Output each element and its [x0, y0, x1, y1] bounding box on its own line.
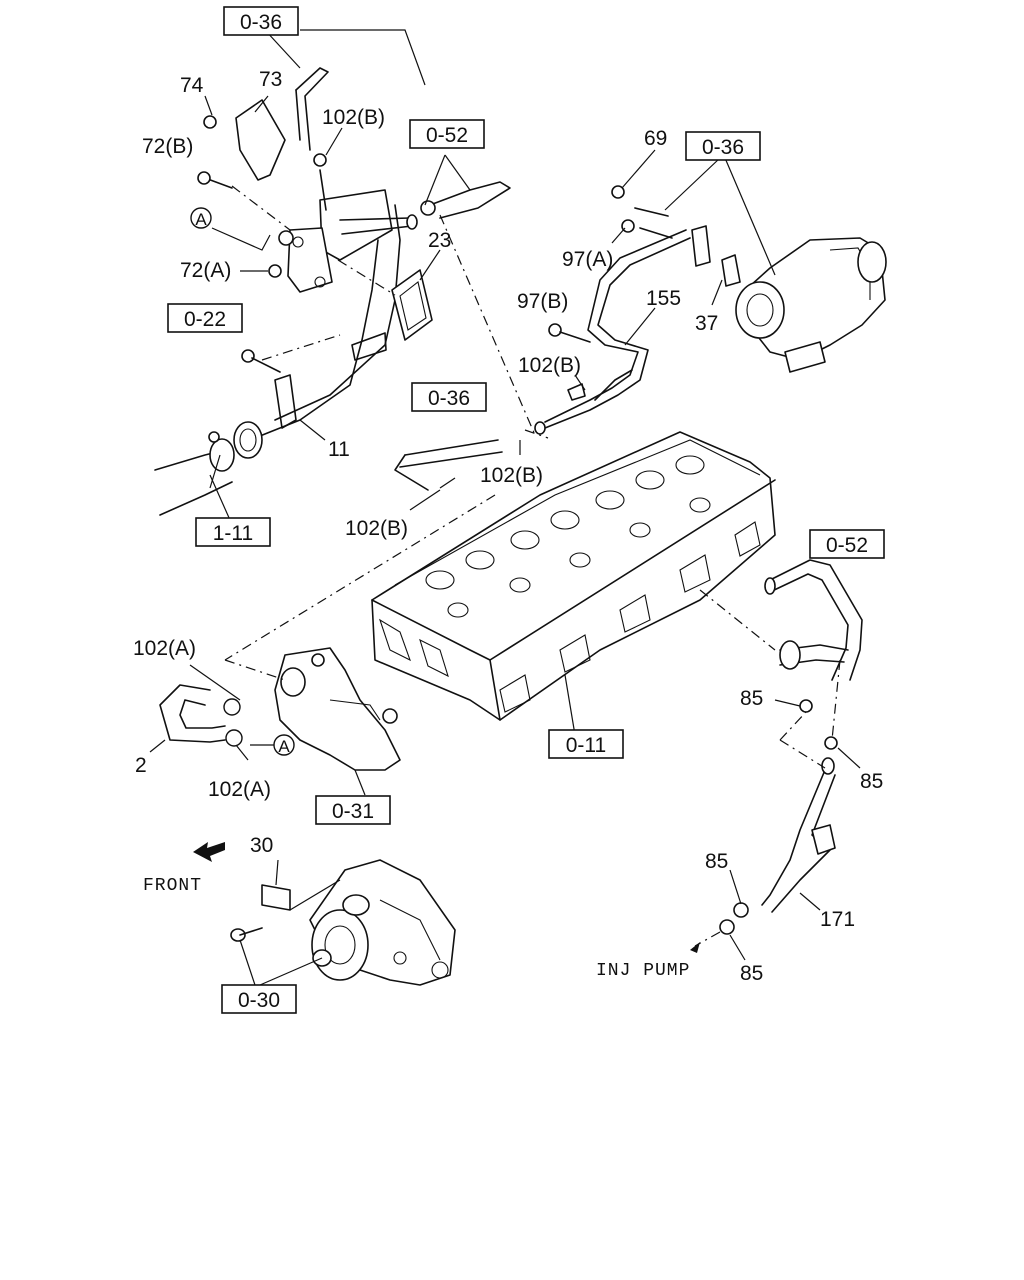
ref-box-022[interactable]: 0-22	[167, 303, 243, 333]
label-part-69: 69	[644, 127, 667, 150]
label-part-85-2: 85	[860, 770, 883, 793]
ref-box-036-top[interactable]: 0-36	[223, 6, 299, 36]
svg-text:A: A	[195, 210, 207, 229]
label-part-102a-2: 102(A)	[208, 778, 271, 801]
svg-text:0-52: 0-52	[426, 124, 468, 147]
label-part-102b-2: 102(B)	[518, 354, 581, 377]
svg-text:0-36: 0-36	[428, 387, 470, 410]
water-pump	[230, 859, 456, 986]
label-part-37: 37	[695, 312, 718, 335]
label-part-85-1: 85	[740, 687, 763, 710]
label-part-73: 73	[259, 68, 282, 91]
label-part-97b: 97(B)	[517, 290, 568, 313]
label-part-171: 171	[820, 908, 855, 931]
label-front: FRONT	[143, 876, 202, 896]
ref-box-031[interactable]: 0-31	[315, 795, 391, 825]
label-part-30: 30	[250, 834, 273, 857]
label-part-23: 23	[428, 229, 451, 252]
ref-box-030[interactable]: 0-30	[221, 984, 297, 1014]
bypass-pipe-turbo	[534, 185, 887, 435]
label-part-2: 2	[135, 754, 147, 777]
label-inj-pump: INJ PUMP	[596, 961, 690, 981]
leader-lines	[149, 29, 861, 986]
label-part-11: 11	[328, 438, 350, 461]
ref-box-011[interactable]: 0-11	[548, 729, 624, 759]
ref-box-052-top[interactable]: 0-52	[409, 119, 485, 149]
svg-text:0-36: 0-36	[702, 136, 744, 159]
svg-text:0-52: 0-52	[826, 534, 868, 557]
label-part-102b-1: 102(B)	[322, 106, 385, 129]
ref-box-052-right[interactable]: 0-52	[809, 529, 885, 559]
svg-text:A: A	[278, 737, 290, 756]
ref-box-036-mid[interactable]: 0-36	[411, 382, 487, 412]
svg-text:0-36: 0-36	[240, 11, 282, 34]
cylinder-head	[371, 431, 776, 721]
label-part-102b-3: 102(B)	[480, 464, 543, 487]
svg-text:1-11: 1-11	[213, 522, 253, 545]
label-part-85-4: 85	[740, 962, 763, 985]
svg-text:0-30: 0-30	[238, 989, 280, 1012]
thermostat-housing	[159, 647, 401, 771]
water-pipe-assembly	[154, 67, 511, 516]
label-part-72a: 72(A)	[180, 259, 231, 282]
svg-text:0-11: 0-11	[566, 734, 606, 757]
svg-text:0-22: 0-22	[184, 308, 226, 331]
label-part-155: 155	[646, 287, 681, 310]
label-part-102b-4: 102(B)	[345, 517, 408, 540]
front-arrow-icon	[193, 842, 225, 862]
hose-right	[719, 559, 863, 935]
label-part-85-3: 85	[705, 850, 728, 873]
ref-box-036-right[interactable]: 0-36	[685, 131, 761, 161]
marker-a-bottom: A	[273, 734, 295, 756]
svg-text:0-31: 0-31	[332, 800, 374, 823]
ref-box-111[interactable]: 1-11	[195, 517, 271, 547]
marker-a-top: A	[190, 207, 212, 229]
label-part-72b: 72(B)	[142, 135, 193, 158]
label-part-74: 74	[180, 74, 204, 97]
label-part-102a-1: 102(A)	[133, 637, 196, 660]
label-part-97a: 97(A)	[562, 248, 613, 271]
